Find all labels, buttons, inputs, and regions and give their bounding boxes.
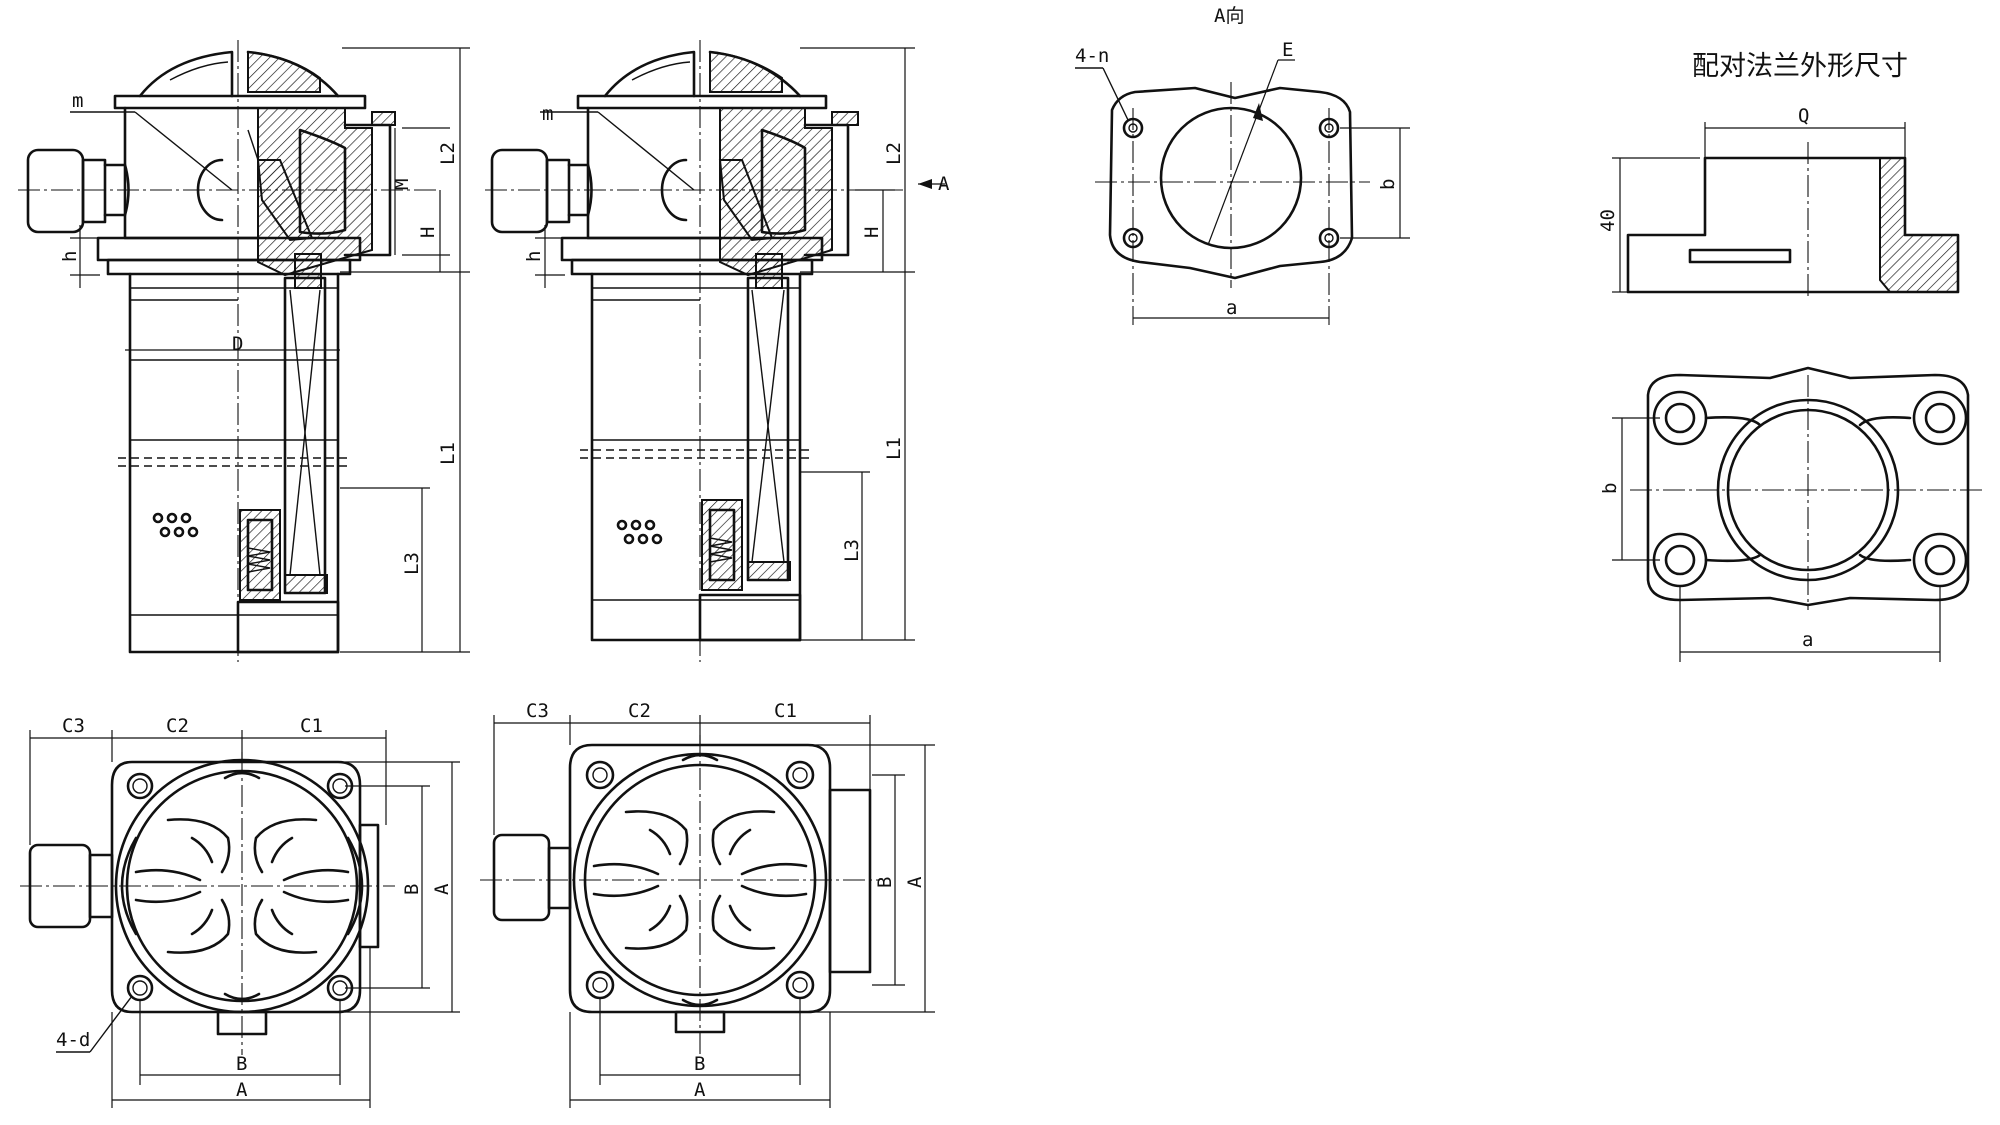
c1-label-right: C1	[774, 700, 797, 722]
four-d-label: 4-d	[56, 1029, 90, 1051]
m-dim-label: M	[391, 179, 413, 190]
filter-front-view-left: m D L2 M H L1 L3 h	[18, 40, 470, 662]
mating-flange-drawing: 配对法兰外形尺寸 Q 40 b	[1597, 51, 1985, 662]
h-dim-label-right: H	[861, 227, 883, 238]
b-label-view-a: b	[1377, 179, 1399, 190]
m-label-right: m	[542, 103, 553, 125]
a-label-bottom-right: A	[694, 1079, 706, 1101]
filter-top-view-right: C3 C2 C1 B A B A	[480, 700, 935, 1108]
d-label: D	[232, 333, 243, 355]
a-label-view-a: a	[1226, 297, 1237, 319]
l1-label-right: L1	[883, 437, 905, 460]
l1-label-left: L1	[437, 442, 459, 465]
forty-label: 40	[1597, 209, 1619, 232]
c2-label-right: C2	[628, 700, 651, 722]
b-label-bottom-right: B	[694, 1053, 705, 1075]
a-direction-view: A向 E 4-n b a	[1075, 5, 1410, 325]
c1-label-left: C1	[300, 715, 323, 737]
b-label-bottom-left: B	[236, 1053, 247, 1075]
q-label: Q	[1798, 105, 1809, 127]
e-label: E	[1282, 39, 1293, 61]
h-dim-label-left: H	[417, 227, 439, 238]
four-n-label: 4-n	[1075, 45, 1109, 67]
b-label-top-right: B	[874, 877, 896, 888]
b-label-flange: b	[1599, 483, 1621, 494]
l2-label-right: L2	[883, 142, 905, 165]
m-label-left: m	[72, 90, 83, 112]
a-arrow-label: A	[938, 173, 950, 195]
a-label-bottom-left: A	[236, 1079, 248, 1101]
b-label-top-left: B	[401, 884, 423, 895]
view-a-title: A向	[1214, 5, 1244, 27]
l3-label-right: L3	[841, 539, 863, 562]
a-label-flange: a	[1802, 629, 1813, 651]
h-small-label-right: h	[523, 251, 545, 262]
c2-label-left: C2	[166, 715, 189, 737]
l2-label-left: L2	[437, 142, 459, 165]
c3-label-left: C3	[62, 715, 85, 737]
a-label-top-right: A	[904, 876, 926, 888]
a-label-top-left: A	[431, 883, 453, 895]
filter-top-view-left: C3 C2 C1 B A B A 4-d	[20, 715, 460, 1108]
l3-label-left: L3	[401, 552, 423, 575]
flange-caption: 配对法兰外形尺寸	[1692, 51, 1908, 82]
h-small-label-left: h	[59, 251, 81, 262]
c3-label-right: C3	[526, 700, 549, 722]
filter-front-view-right: A m L2 H L1 L3 h	[485, 40, 950, 662]
